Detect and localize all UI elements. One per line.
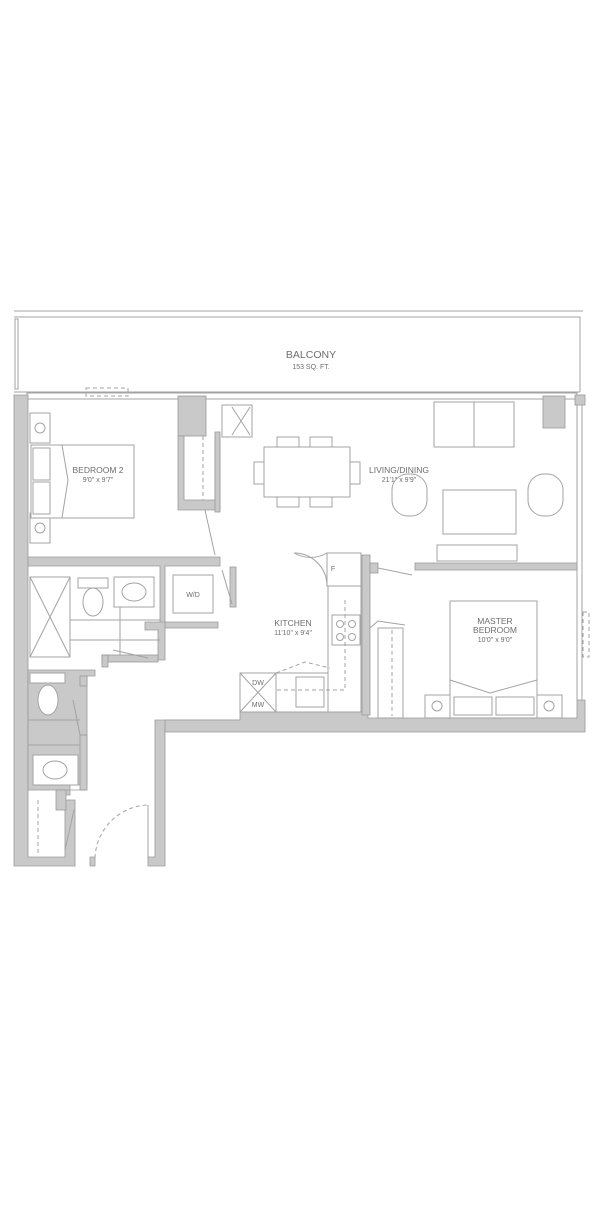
kitchen-size: 11'10" x 9'4" <box>274 630 312 637</box>
balcony-size: 153 SQ. FT. <box>292 364 329 371</box>
dishwasher-label: DW <box>252 680 264 687</box>
living-furniture: LIVING/DINING 21'1" x 9'9" <box>221 401 564 562</box>
fireplace <box>221 404 253 438</box>
washer-dryer <box>172 574 214 614</box>
exterior-walls <box>13 392 590 867</box>
master-size: 10'0" x 9'0" <box>478 637 513 644</box>
master-label-line1: MASTER <box>477 616 512 626</box>
cooktop <box>331 614 361 646</box>
master-label-line2: BEDROOM <box>473 625 517 635</box>
fridge-label: F <box>331 566 335 573</box>
kitchen-label: KITCHEN <box>274 618 311 628</box>
bathrooms: W/D <box>28 574 214 855</box>
living-label: LIVING/DINING <box>369 465 429 475</box>
washer-dryer-label: W/D <box>186 592 200 599</box>
living-size: 21'1" x 9'9" <box>382 477 417 484</box>
fridge <box>326 552 362 587</box>
master-bedroom: MASTER BEDROOM 10'0" x 9'0" <box>369 600 563 719</box>
tv-console <box>436 544 518 562</box>
armchair <box>391 473 428 517</box>
armchair <box>527 473 564 517</box>
bedroom2-label: BEDROOM 2 <box>72 465 123 475</box>
coffee-table <box>442 489 517 535</box>
dining-table <box>263 446 351 498</box>
bedroom2-furniture: BEDROOM 2 9'0" x 9'7" <box>29 412 204 544</box>
entry-door-swing <box>94 804 149 859</box>
microwave-label: MW <box>252 702 265 709</box>
sink <box>295 676 325 708</box>
balcony: BALCONY 153 SQ. FT. <box>14 310 583 397</box>
balcony-label: BALCONY <box>286 349 336 361</box>
kitchen: F DW MW KITCHEN 11'10" x 9'4" <box>239 552 362 713</box>
bedroom2-size: 9'0" x 9'7" <box>83 477 114 484</box>
